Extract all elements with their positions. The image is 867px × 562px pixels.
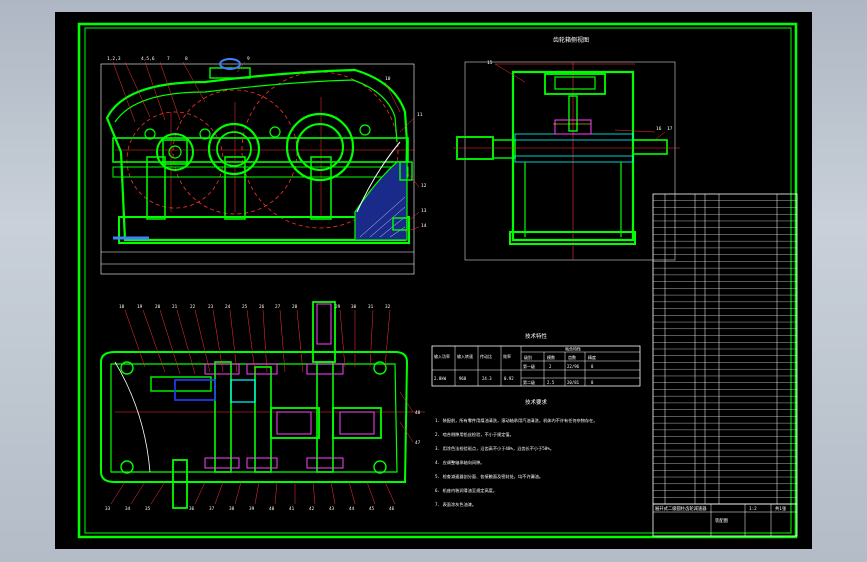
svg-text:14: 14 [421,223,427,229]
svg-text:44: 44 [349,506,355,512]
front-view: 1,2,3 4,5,6 7 8 9 10 11 12 13 14 [100,56,427,275]
tech-req-item-6: 6. 机座内装润滑油至规定高度。 [435,487,497,494]
assembly-drawing-sheet: 1,2,3 4,5,6 7 8 9 10 11 12 13 14 齿轮箱侧视图 15 16 [77,22,798,539]
svg-text:33: 33 [105,506,111,512]
svg-text:31: 31 [368,304,374,310]
svg-text:22: 22 [190,304,196,310]
svg-text:46: 46 [389,506,395,512]
tech-stage1-precision: 8 [591,364,594,369]
svg-text:47: 47 [415,440,421,446]
title-block-drawing-no: 装配图 [715,517,728,524]
tech-value-speed: 960 [459,376,467,381]
svg-text:30: 30 [351,304,357,310]
svg-text:29: 29 [335,304,341,310]
tech-stage2-name: 第二级 [523,379,535,385]
title-block-scale: 1:2 [749,506,757,512]
drawing-inner-border [84,27,792,534]
tech-req-title: 技术要求 [525,398,548,406]
svg-text:7: 7 [167,56,170,62]
svg-text:18: 18 [119,304,125,310]
cad-viewport[interactable]: 1,2,3 4,5,6 7 8 9 10 11 12 13 14 齿轮箱侧视图 15 16 [55,12,812,549]
svg-text:1,2,3: 1,2,3 [107,56,121,62]
tech-req-item-5: 5. 检查减速器剖分面、各接触面及密封处，均不许漏油。 [435,473,543,480]
svg-text:13: 13 [421,208,427,214]
svg-text:41: 41 [289,506,295,512]
tech-stage1-module: 2 [549,364,552,369]
tech-stage1-teeth: 22/96 [567,364,580,369]
tech-req-item-1: 1. 装配前，所有零件用煤油清洗，滚动轴承用汽油清洗，机体内不许有任何杂物存在。 [435,417,598,424]
tech-req-item-2: 2. 啮合侧隙用铅丝检验，不小于规定值。 [435,431,514,438]
svg-text:43: 43 [329,506,335,512]
svg-text:35: 35 [145,506,151,512]
parts-list-table [652,193,798,505]
tech-header-efficiency: 效率 [503,353,511,359]
svg-text:36: 36 [189,506,195,512]
title-block-title: 展开式二级圆柱齿轮减速器 [655,505,707,512]
svg-text:23: 23 [208,304,214,310]
svg-text:21: 21 [172,304,178,310]
svg-text:39: 39 [249,506,255,512]
svg-text:34: 34 [125,506,131,512]
plan-view: 18 19 20 21 22 23 24 25 26 27 28 29 30 31 32 33 34 3… [100,301,425,512]
svg-text:42: 42 [309,506,315,512]
svg-text:32: 32 [385,304,391,310]
tech-header-ratio: 传动比 [480,353,492,359]
tech-value-power: 2.8kW [434,376,447,381]
svg-text:16: 16 [656,126,662,132]
tech-subheader-module: 模数 [547,354,555,360]
tech-req-item-7: 7. 表面涂灰色油漆。 [435,501,476,508]
svg-text:17: 17 [667,126,673,132]
front-view-outline-dim [100,63,415,275]
svg-text:10: 10 [385,76,391,82]
svg-text:20: 20 [155,304,161,310]
tech-value-ratio: 24.3 [482,376,492,381]
tech-stage2-teeth: 20/81 [567,380,580,385]
technical-requirements: 技术要求 1. 装配前，所有零件用煤油清洗，滚动轴承用汽油清洗，机体内不许有任何… [435,398,598,508]
tech-stage1-name: 第一级 [523,363,535,369]
tech-subheader-stage: 级别 [524,354,532,360]
svg-text:37: 37 [209,506,215,512]
tech-characteristics-table: 技术特性 输入功率 输入转速 传动比 效率 啮合特性 级别 模数 齿数 精度 2… [431,332,641,387]
tech-subheader-teeth: 齿数 [568,354,576,360]
tech-req-item-3: 3. 用涂色法检验斑点，沿齿高不小于40%，沿齿长不小于50%。 [435,445,554,452]
svg-text:27: 27 [275,304,281,310]
svg-text:25: 25 [242,304,248,310]
tech-value-efficiency: 0.92 [504,376,514,381]
tech-req-item-4: 4. 应调整轴承轴向间隙。 [435,459,484,466]
svg-text:8: 8 [185,56,188,62]
side-view: 齿轮箱侧视图 15 16 17 [453,36,680,261]
tech-subheader-precision: 精度 [588,354,596,360]
svg-text:38: 38 [229,506,235,512]
svg-text:9: 9 [247,56,250,62]
svg-text:26: 26 [259,304,265,310]
svg-text:12: 12 [421,183,427,189]
drawing-border [77,22,798,539]
svg-text:15: 15 [487,60,493,66]
svg-text:45: 45 [369,506,375,512]
svg-text:24: 24 [225,304,231,310]
tech-stage2-precision: 8 [591,380,594,385]
title-block-sheet: 共1张 [775,505,787,512]
svg-text:48: 48 [415,410,421,416]
tech-stage2-module: 2.5 [547,380,555,385]
tech-header-speed: 输入转速 [457,353,473,359]
title-block: 展开式二级圆柱齿轮减速器 装配图 1:2 共1张 [652,503,798,537]
svg-text:28: 28 [292,304,298,310]
svg-text:11: 11 [417,112,423,118]
svg-text:4,5,6: 4,5,6 [141,56,155,62]
tech-table-title: 技术特性 [525,332,548,340]
svg-text:40: 40 [269,506,275,512]
side-view-title: 齿轮箱侧视图 [553,36,589,44]
tech-header-power: 输入功率 [434,353,450,359]
tech-header-meshing: 啮合特性 [565,346,581,352]
svg-text:19: 19 [137,304,143,310]
